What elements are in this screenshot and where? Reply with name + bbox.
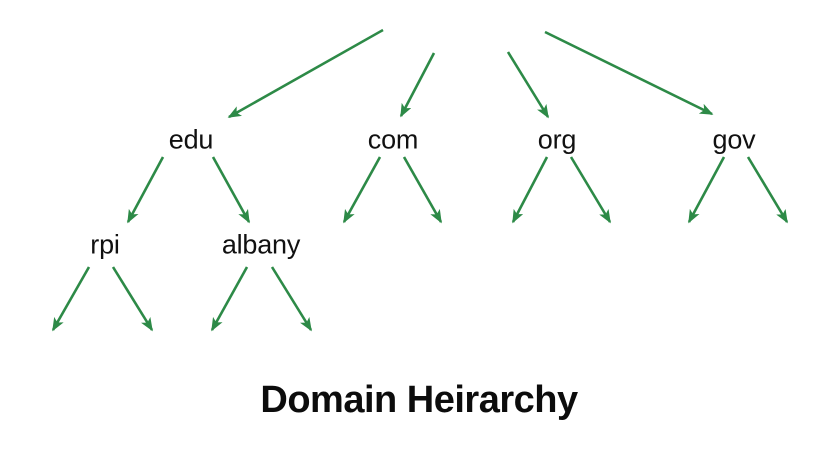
tree-edge-albany-to-alb-l1	[210, 266, 249, 332]
tree-edge-org-to-org-l1	[511, 156, 549, 224]
tree-node-org: org	[537, 124, 577, 155]
tree-node-albany: albany	[221, 229, 301, 260]
tree-node-edu: edu	[168, 124, 214, 155]
diagram-title: Domain Heirarchy	[260, 379, 578, 421]
tree-edge-edu-to-albany	[211, 156, 251, 224]
tree-edge-root-to-gov	[544, 30, 714, 116]
tree-node-gov: gov	[712, 124, 756, 155]
tree-edge-root-to-com	[399, 52, 436, 118]
tree-edge-rpi-to-rpi-l1	[51, 266, 91, 332]
tree-edge-org-to-org-l2	[569, 156, 612, 224]
tree-edge-gov-to-gov-l1	[687, 156, 726, 224]
tree-edge-albany-to-alb-l2	[270, 266, 313, 332]
tree-edge-root-to-org	[506, 51, 550, 119]
tree-edge-root-to-edu	[227, 28, 384, 119]
tree-edge-edu-to-rpi	[126, 156, 165, 224]
tree-edges	[51, 28, 789, 332]
tree-node-rpi: rpi	[90, 229, 120, 260]
tree-node-com: com	[367, 124, 419, 155]
tree-edge-rpi-to-rpi-l2	[111, 266, 154, 332]
tree-edge-com-to-com-l1	[342, 156, 382, 224]
tree-edge-gov-to-gov-l2	[746, 156, 789, 224]
tree-edge-com-to-com-l2	[402, 156, 443, 224]
